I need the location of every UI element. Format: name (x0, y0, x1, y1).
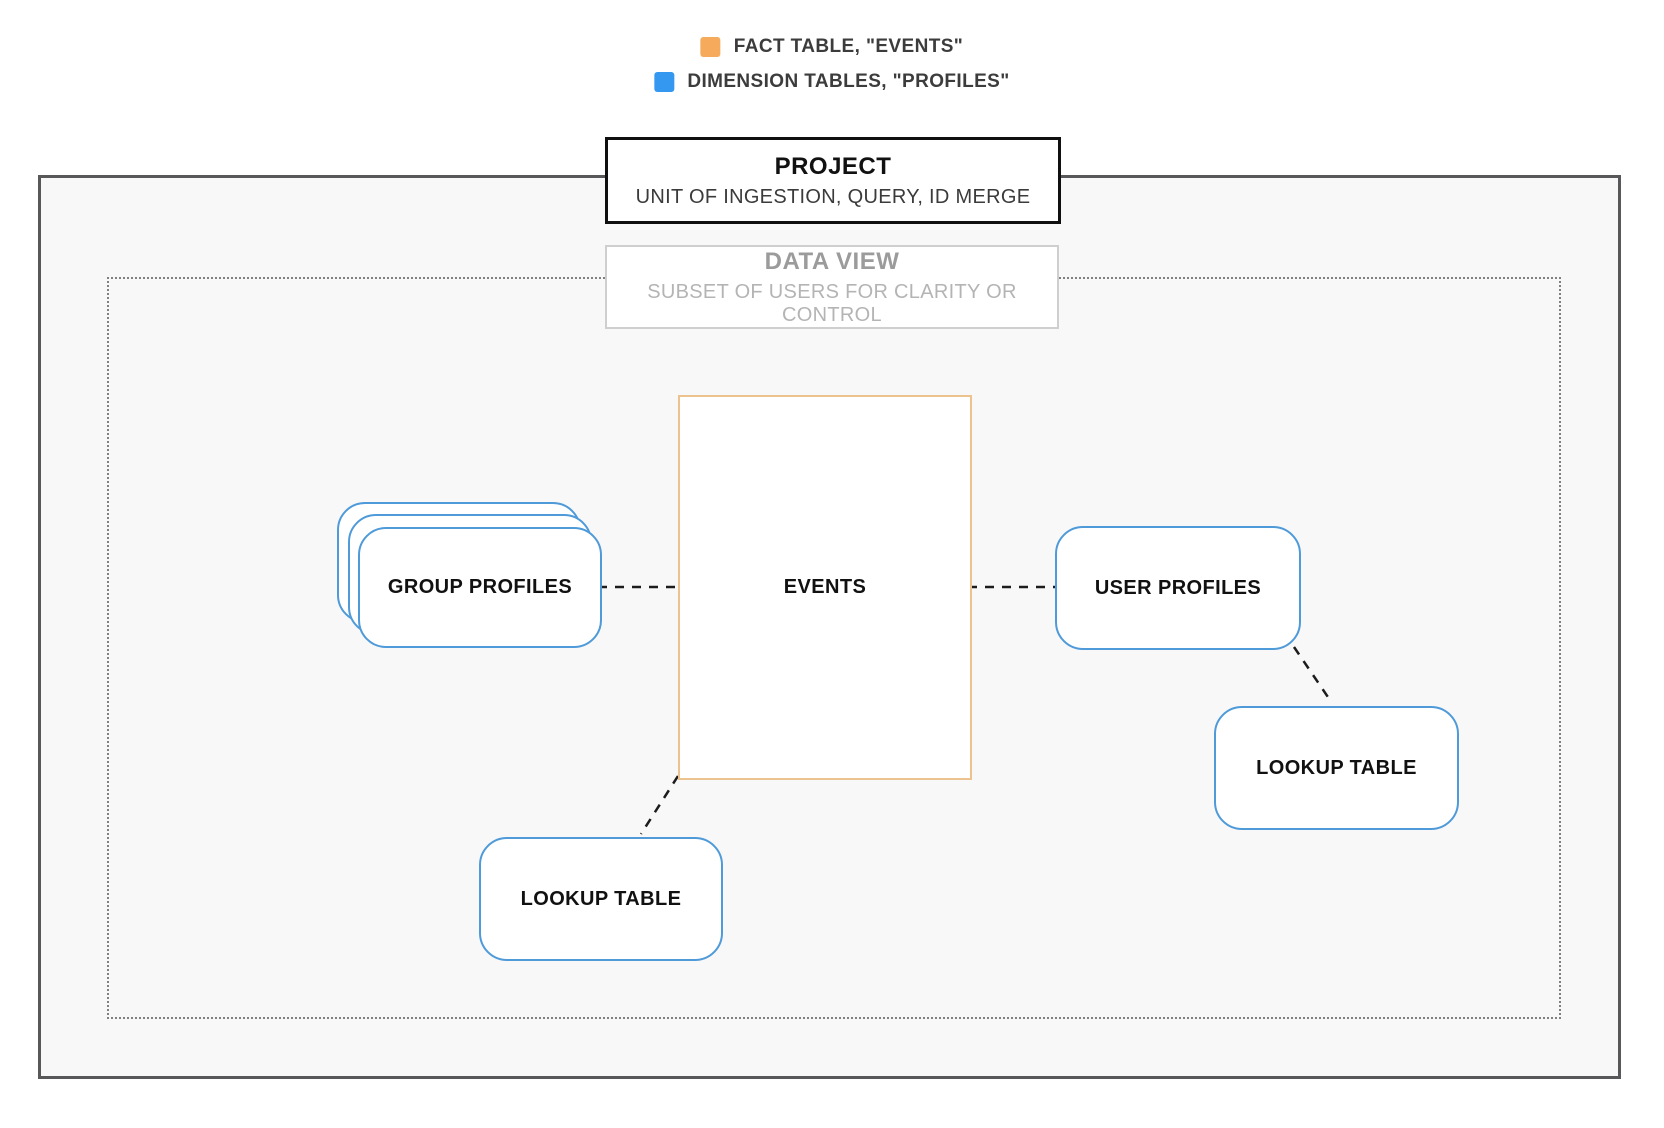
project-title: PROJECT (774, 152, 892, 180)
node-user-profiles-label: USER PROFILES (1094, 576, 1262, 599)
data-view-title: DATA VIEW (764, 247, 900, 275)
data-view-title-box: DATA VIEW SUBSET OF USERS FOR CLARITY OR… (605, 245, 1059, 329)
legend-item-fact-table: FACT TABLE, "EVENTS" (700, 36, 964, 58)
node-lookup-table-left: LOOKUP TABLE (479, 837, 723, 961)
node-lookup-table-right: LOOKUP TABLE (1214, 706, 1459, 830)
node-group-profiles-label: GROUP PROFILES (387, 576, 573, 598)
node-events-label: EVENTS (783, 576, 867, 598)
fact-table-swatch-icon (700, 37, 721, 57)
legend-label-dimension-tables: DIMENSION TABLES, "PROFILES" (687, 71, 1010, 92)
legend-label-fact-table: FACT TABLE, "EVENTS" (733, 36, 964, 57)
group-profiles-card-front: GROUP PROFILES (358, 527, 602, 648)
dimension-tables-swatch-icon (654, 72, 675, 92)
project-title-box: PROJECT UNIT OF INGESTION, QUERY, ID MER… (605, 137, 1061, 224)
legend-item-dimension-tables: DIMENSION TABLES, "PROFILES" (654, 71, 1009, 93)
node-lookup-table-left-label: LOOKUP TABLE (520, 887, 682, 910)
node-events: EVENTS (678, 395, 972, 780)
node-lookup-table-right-label: LOOKUP TABLE (1256, 756, 1417, 779)
legend: FACT TABLE, "EVENTS" DIMENSION TABLES, "… (654, 36, 1009, 93)
node-group-profiles: GROUP PROFILES (337, 502, 602, 648)
data-view-subtitle: SUBSET OF USERS FOR CLARITY OR CONTROL (647, 280, 1017, 326)
project-subtitle: UNIT OF INGESTION, QUERY, ID MERGE (635, 185, 1031, 208)
node-user-profiles: USER PROFILES (1055, 526, 1301, 650)
